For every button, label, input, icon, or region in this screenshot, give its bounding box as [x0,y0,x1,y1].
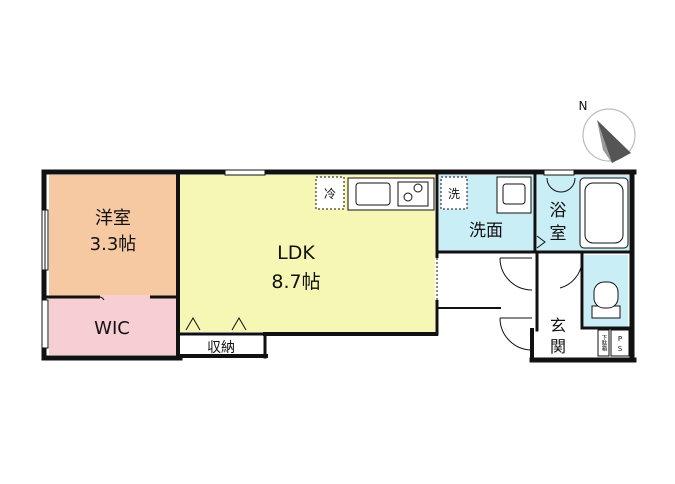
washer-label: 洗 [448,187,460,201]
washroom-fixtures: 洗 [440,176,532,214]
compass-needle-dark [597,120,631,163]
windows [41,169,575,349]
doors [99,177,583,351]
sink-icon [355,182,391,206]
window-bath-top [543,169,575,176]
bath-top-arc [546,177,576,193]
window-ldk-top [224,169,266,176]
ldk-size: 8.7帖 [271,271,320,293]
western-room-name: 洋室 [95,208,131,229]
shoe-box-label: 下駄箱 [601,335,608,353]
basin-icon [502,183,526,205]
bathtub-inner [584,182,624,244]
washroom-name: 洗面 [469,221,503,241]
toilet [591,281,621,319]
wic-fill [49,298,177,355]
western-room-size: 3.3帖 [90,234,137,255]
ldk-name: LDK [277,242,315,264]
stove-icon [397,181,429,207]
entrance-name-2: 関 [550,337,566,356]
ps-label-p: P [618,335,622,343]
storage-name: 収納 [207,340,235,356]
ps-box [610,329,630,357]
burner-1-icon [403,192,413,202]
bathroom-name-1: 浴 [550,201,567,221]
toilet-door-arc [559,261,583,289]
western-room-fill [49,175,177,296]
entrance-door-arc [499,317,533,351]
bathroom-name-2: 室 [550,224,567,244]
entrance-name-1: 玄 [550,316,566,335]
western-door-mark [99,296,105,301]
ps-label-s: S [618,345,623,353]
washer-space [440,176,468,210]
entrance-fixtures: 下駄箱 P S [597,329,630,357]
bath-door-mark [536,235,546,249]
compass-north-label: N [579,99,588,113]
bathroom-fixtures [579,177,629,249]
window-wic-left [41,299,49,349]
compass-needle-light [597,120,612,163]
shoe-box-icon [597,329,610,357]
fridge-space [315,176,345,210]
storage-door-right [231,317,247,331]
hall-door-arc [499,257,533,291]
storage-door-left [185,317,201,331]
compass: N [579,99,636,163]
toilet-bowl-icon [593,281,619,309]
fridge-label: 冷 [324,187,336,201]
wic-name: WIC [94,318,130,339]
burner-2-icon [413,183,423,193]
kitchen: 冷 [315,176,435,211]
